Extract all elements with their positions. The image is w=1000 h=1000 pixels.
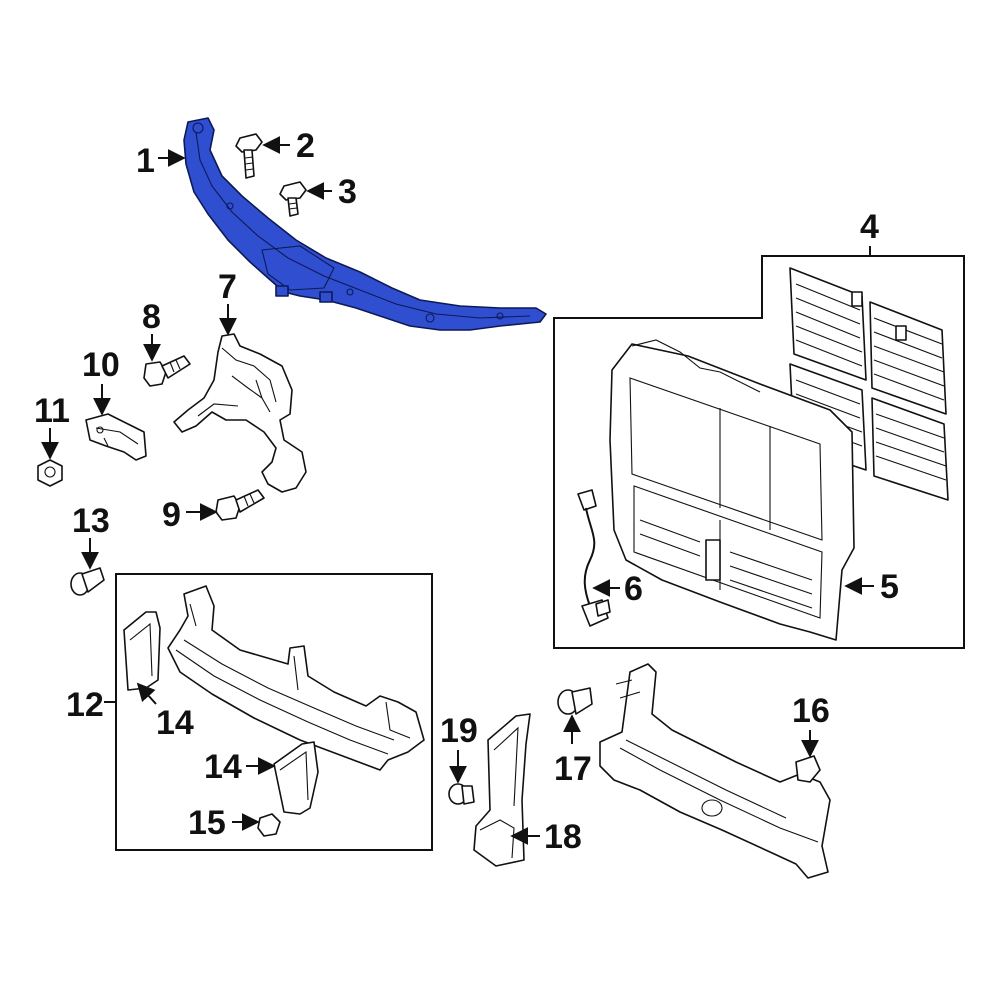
part-17-pin[interactable] xyxy=(557,687,593,715)
part-11-nut[interactable] xyxy=(37,459,63,487)
part-15-screw[interactable] xyxy=(257,813,281,837)
callout-9: 9 xyxy=(162,496,181,534)
part-1-upper-tie-bar[interactable] xyxy=(183,117,547,331)
part-6-wire-harness[interactable] xyxy=(577,489,611,627)
assembly-box-12 xyxy=(115,573,433,851)
callout-17: 17 xyxy=(554,750,592,788)
part-7-center-bracket[interactable] xyxy=(173,333,307,493)
callout-6: 6 xyxy=(624,570,643,608)
callout-15: 15 xyxy=(188,804,226,842)
callout-3: 3 xyxy=(338,173,357,211)
callout-18: 18 xyxy=(544,818,582,856)
leader-14-upper xyxy=(136,682,157,705)
part-10-clip[interactable] xyxy=(85,413,147,461)
callout-14-upper: 14 xyxy=(156,704,194,742)
part-14-deflector-upper[interactable] xyxy=(123,611,161,691)
callout-labels: 1 2 3 4 5 6 7 8 9 10 11 12 13 14 14 15 1… xyxy=(34,127,899,856)
callout-11: 11 xyxy=(34,392,70,430)
part-lower-reinforcement[interactable] xyxy=(599,663,831,879)
part-9-bolt[interactable] xyxy=(215,489,265,521)
assembly-box-4-5 xyxy=(553,255,965,649)
part-8-bolt[interactable] xyxy=(143,355,191,387)
callout-8: 8 xyxy=(142,298,161,336)
part-19-pin[interactable] xyxy=(448,783,475,805)
callout-7: 7 xyxy=(218,268,237,306)
callout-1: 1 xyxy=(136,142,155,180)
leader-lines xyxy=(41,136,874,845)
part-12-lower-bracket[interactable] xyxy=(167,585,425,771)
part-3-bolt[interactable] xyxy=(279,181,307,217)
callout-4: 4 xyxy=(860,208,879,246)
callout-14-lower: 14 xyxy=(204,748,242,786)
callout-13: 13 xyxy=(72,502,110,540)
part-18-air-guide[interactable] xyxy=(473,713,531,867)
callout-2: 2 xyxy=(296,127,315,165)
part-5-shutter-frame[interactable] xyxy=(609,339,855,641)
callout-19: 19 xyxy=(440,712,478,750)
part-2-bolt[interactable] xyxy=(235,133,263,179)
part-13-push-pin[interactable] xyxy=(70,567,105,596)
callout-10: 10 xyxy=(82,346,120,384)
callout-5: 5 xyxy=(880,568,899,606)
part-14-deflector-lower[interactable] xyxy=(273,741,319,815)
callout-12: 12 xyxy=(66,686,104,724)
callout-16: 16 xyxy=(792,692,830,730)
